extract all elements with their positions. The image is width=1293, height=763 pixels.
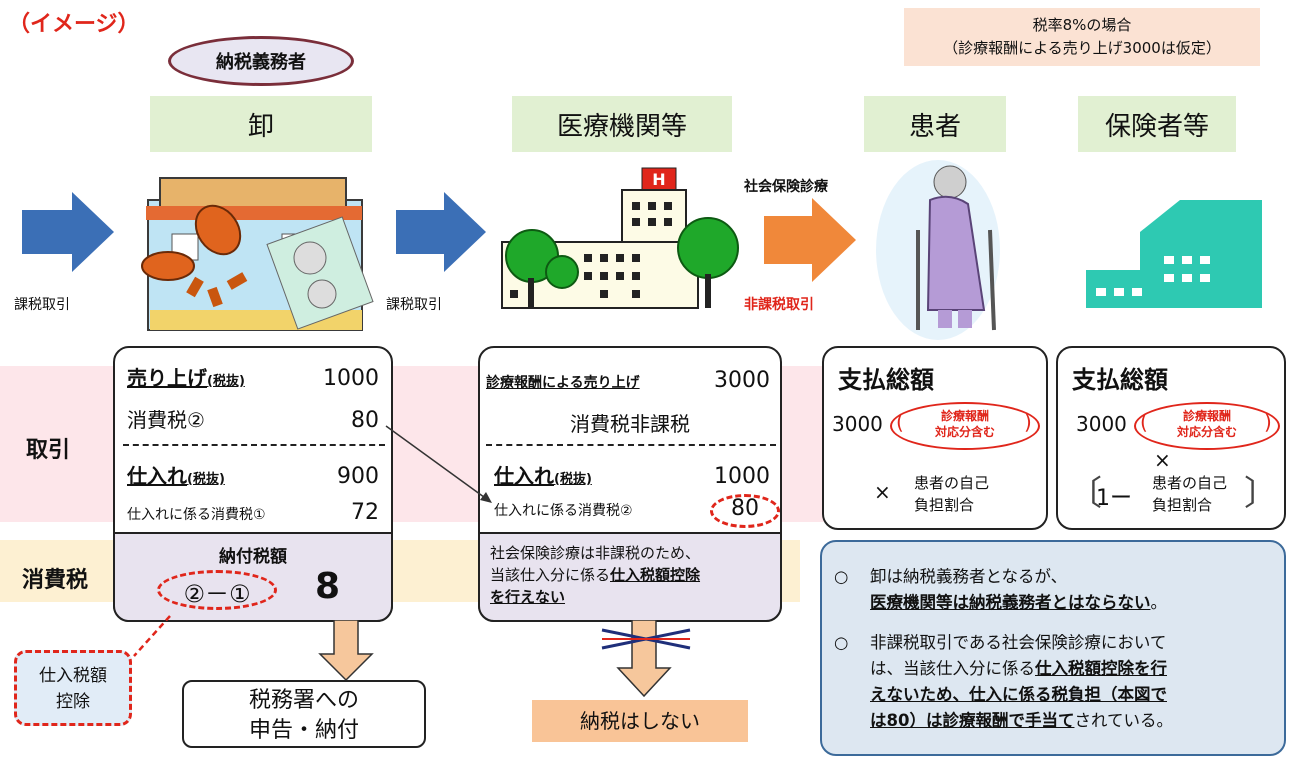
tax-rate-note: 税率8%の場合 （診療報酬による売り上げ3000は仮定）: [904, 8, 1260, 66]
medical-tax-oval: [710, 494, 780, 528]
insurer-total-title: 支払総額: [1072, 366, 1168, 394]
payment-title: 納付税額: [219, 547, 287, 567]
wholesale-sales-label: 売り上げ(税抜): [127, 366, 245, 390]
medical-purchase-tax-label: 仕入れに係る消費税②: [494, 503, 633, 519]
tax-rate-note-line2: （診療報酬による売り上げ3000は仮定）: [943, 39, 1221, 57]
medical-purchase-tax-value: 80: [731, 496, 759, 521]
medical-exempt-label: 消費税非課税: [570, 412, 690, 436]
wholesale-purchase-tax-value: 72: [351, 500, 379, 525]
tax-transfer-arrow: [385, 425, 492, 503]
medical-note: 社会保険診療は非課税のため、 当該仕入分に係る仕入税額控除 を行えない: [478, 532, 782, 622]
insurer-building-icon: [1086, 200, 1262, 320]
store-icon: [141, 177, 374, 331]
medical-purchase-label: 仕入れ(税抜): [494, 464, 592, 488]
patient-total-title: 支払総額: [838, 366, 934, 394]
taxable-label-1: 課税取引: [14, 297, 70, 313]
patient-amount: 3000: [832, 412, 883, 436]
svg-text:H: H: [652, 170, 665, 189]
medical-note-line1: 社会保険診療は非課税のため、: [490, 544, 701, 562]
explanation-item-2: 非課税取引である社会保険診療において は、当該仕入分に係る仕入税額控除を行 えな…: [870, 633, 1173, 730]
nontaxable-label: 非課税取引: [744, 297, 814, 313]
deduction-connector: [133, 615, 171, 657]
wholesale-tax-label: 消費税②: [127, 408, 205, 432]
insurer-bracket-close: 〕: [1244, 474, 1278, 514]
medical-down-arrow: [601, 620, 691, 698]
medical-sales-value: 3000: [714, 368, 770, 393]
nontaxable-arrow: [764, 198, 856, 282]
taxable-label-2: 課税取引: [386, 297, 442, 313]
patient-paren-open: (: [896, 410, 904, 434]
patient-icon: [876, 160, 1000, 340]
payment-formula: ②－①: [183, 580, 251, 608]
medical-note-line2: 当該仕入分に係る仕入税額控除: [490, 566, 701, 584]
explanation-item-1: 卸は納税義務者となるが、 医療機関等は納税義務者とはならない。: [870, 567, 1167, 612]
tax-rate-note-line1: 税率8%の場合: [1032, 16, 1132, 34]
insurer-paren-open: (: [1140, 410, 1148, 434]
insurer-bracket-open: 〔: [1068, 474, 1102, 514]
column-head-patient: 患者: [864, 96, 1006, 152]
column-head-medical: 医療機関等: [512, 96, 732, 152]
taxpayer-label: 納税義務者: [168, 36, 354, 86]
no-tax-payment: 納税はしない: [532, 700, 748, 742]
medical-sales-label: 診療報酬による売り上げ: [486, 375, 640, 391]
wholesale-purchase-label: 仕入れ(税抜): [127, 464, 225, 488]
wholesale-down-arrow: [318, 620, 374, 682]
wholesale-tax-value: 80: [351, 408, 379, 433]
column-head-wholesale: 卸: [150, 96, 372, 152]
payment-section: 納付税額 ②－① 8: [113, 532, 393, 622]
patient-oval: [890, 402, 1040, 450]
social-insurance-label: 社会保険診療: [744, 179, 828, 195]
patient-times: ×: [874, 480, 891, 504]
image-tag: （イメージ）: [8, 12, 140, 37]
column-head-insurer: 保険者等: [1078, 96, 1236, 152]
insurer-box: 支払総額 3000 ( ) 診療報酬 対応分含む × 〔 1ー 患者の自己 負担…: [1056, 346, 1286, 530]
patient-paren-close: ): [1024, 410, 1032, 434]
wholesale-box: 売り上げ(税抜) 1000 消費税② 80 仕入れ(税抜) 900 仕入れに係る…: [113, 346, 393, 622]
insurer-times: ×: [1154, 448, 1171, 472]
medical-purchase-value: 1000: [714, 464, 770, 489]
explanation-bullet-1: ○: [834, 567, 849, 586]
wholesale-divider: [123, 444, 385, 446]
taxable-arrow-2: [396, 192, 486, 272]
tax-office-filing: 税務署への 申告・納付: [182, 680, 426, 748]
input-tax-deduction-label: 仕入税額 控除: [14, 650, 132, 726]
wholesale-sales-value: 1000: [323, 366, 379, 391]
medical-box: 診療報酬による売り上げ 3000 消費税非課税 仕入れ(税抜) 1000 仕入れ…: [478, 346, 782, 622]
insurer-one-minus: 1ー: [1096, 486, 1132, 511]
hospital-icon: H: [501, 167, 739, 309]
patient-box: 支払総額 3000 ( ) 診療報酬 対応分含む × 患者の自己 負担割合: [822, 346, 1048, 530]
wholesale-purchase-value: 900: [337, 464, 379, 489]
insurer-oval: [1134, 402, 1280, 450]
consumption-tax-band-label: 消費税: [22, 568, 89, 593]
patient-oval-text: 診療報酬 対応分含む: [934, 409, 995, 439]
payment-value: 8: [315, 566, 341, 607]
medical-divider: [486, 444, 776, 446]
wholesale-purchase-tax-label: 仕入れに係る消費税①: [127, 507, 266, 523]
taxable-arrow-1: [22, 192, 114, 272]
illustration-row: H: [22, 160, 1262, 340]
explanation-box: ○ 卸は納税義務者となるが、 医療機関等は納税義務者とはならない。 ○ 非課税取…: [820, 540, 1286, 756]
transaction-band-label: 取引: [26, 438, 71, 463]
medical-note-line3: を行えない: [490, 588, 566, 606]
insurer-amount: 3000: [1076, 412, 1127, 436]
explanation-bullet-2: ○: [834, 633, 849, 652]
insurer-paren-close: ): [1264, 410, 1272, 434]
insurer-share: 患者の自己 負担割合: [1152, 474, 1228, 514]
patient-share: 患者の自己 負担割合: [914, 474, 990, 514]
payment-formula-oval: [157, 570, 277, 610]
insurer-oval-text: 診療報酬 対応分含む: [1176, 409, 1237, 439]
